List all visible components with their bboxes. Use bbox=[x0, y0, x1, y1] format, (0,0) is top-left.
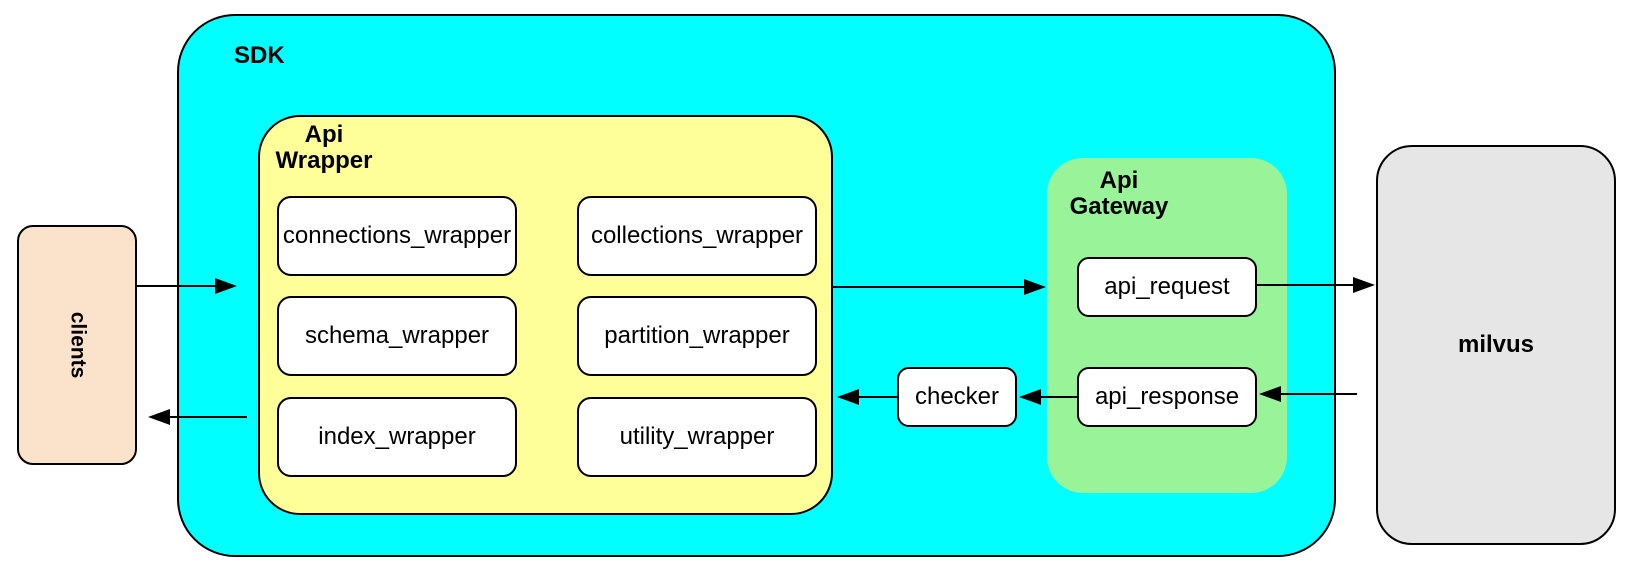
sdk-label: SDK bbox=[234, 42, 285, 69]
api-gateway-label-line1: Api bbox=[1099, 167, 1139, 194]
arrow-head bbox=[148, 409, 170, 425]
module-label: index_wrapper bbox=[318, 423, 476, 450]
api-gateway-label-line2: Gateway bbox=[1069, 193, 1169, 220]
arrow-head bbox=[1353, 277, 1375, 293]
checker-node: checker bbox=[897, 367, 1017, 427]
module-label: utility_wrapper bbox=[619, 423, 775, 450]
api-response-node: api_response bbox=[1077, 367, 1257, 427]
api-response-label: api_response bbox=[1094, 383, 1240, 410]
checker-label: checker bbox=[914, 383, 1000, 410]
module-label: schema_wrapper bbox=[304, 322, 490, 349]
module-label: partition_wrapper bbox=[604, 322, 790, 349]
api-wrapper-label-line1: Api bbox=[304, 121, 344, 148]
module-label: collections_wrapper bbox=[590, 222, 804, 249]
clients-node: clients bbox=[17, 225, 137, 465]
milvus-label: milvus bbox=[1457, 331, 1535, 358]
module-schema-wrapper: schema_wrapper bbox=[277, 296, 517, 376]
clients-label: clients bbox=[66, 311, 89, 379]
api-request-node: api_request bbox=[1077, 257, 1257, 317]
module-label: connections_wrapper bbox=[282, 222, 512, 249]
milvus-node: milvus bbox=[1376, 145, 1616, 545]
module-connections-wrapper: connections_wrapper bbox=[277, 196, 517, 276]
api-wrapper-label-line2: Wrapper bbox=[275, 147, 373, 174]
module-partition-wrapper: partition_wrapper bbox=[577, 296, 817, 376]
api-request-label: api_request bbox=[1104, 273, 1230, 300]
module-index-wrapper: index_wrapper bbox=[277, 397, 517, 477]
module-utility-wrapper: utility_wrapper bbox=[577, 397, 817, 477]
module-collections-wrapper: collections_wrapper bbox=[577, 196, 817, 276]
